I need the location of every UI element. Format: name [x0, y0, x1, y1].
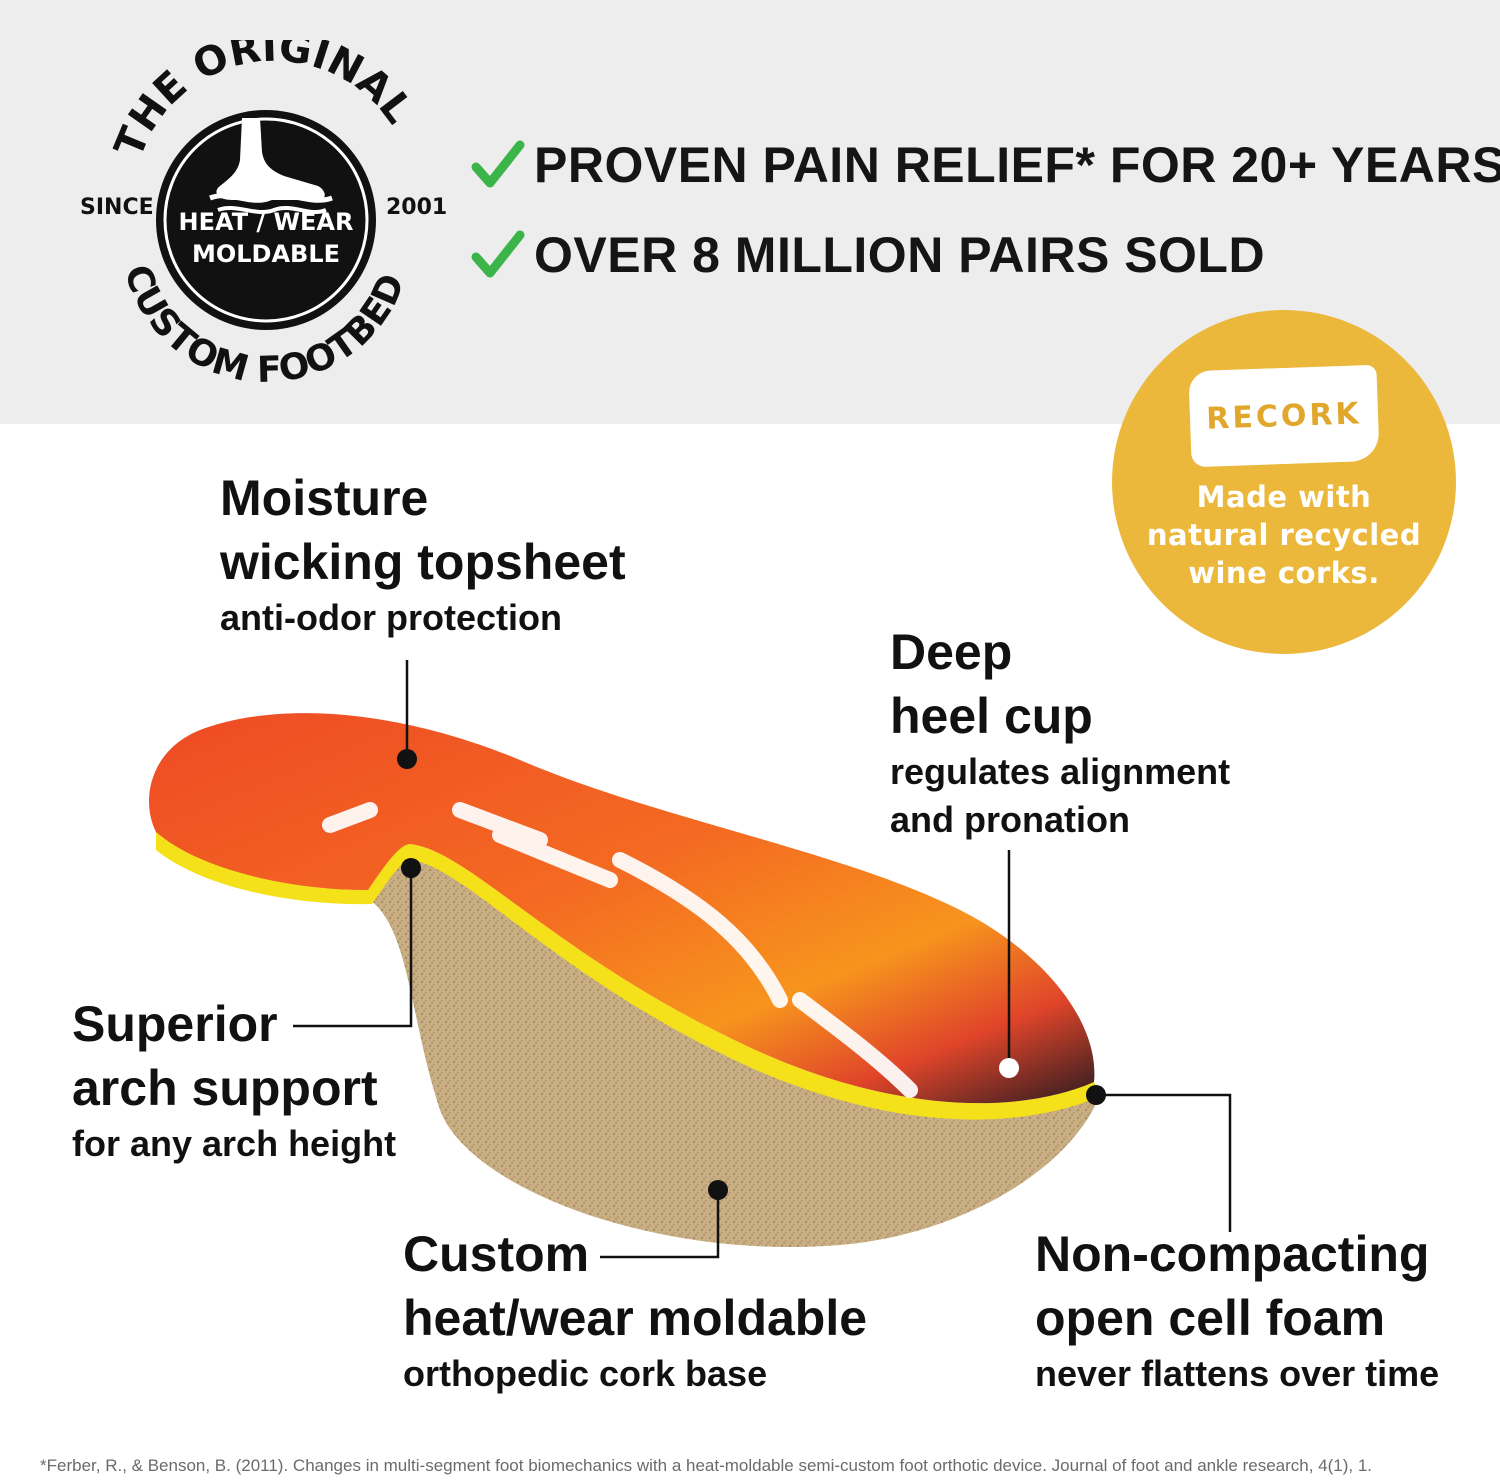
feature-arch-support: Superior arch support for any arch heigh…: [72, 992, 396, 1168]
feature-title: heat/wear moldable: [403, 1290, 868, 1346]
feature-cork-base: Custom heat/wear moldable orthopedic cor…: [403, 1222, 867, 1398]
feature-subtitle: never flattens over time: [1035, 1353, 1440, 1394]
foot-icon: [209, 118, 333, 214]
topsheet: [148, 713, 1095, 1104]
badge-year: 2001: [386, 195, 447, 220]
badge-center-line1: HEAT / WEAR: [179, 208, 354, 236]
check-icon: [471, 140, 525, 188]
insole-illustration: [140, 700, 1130, 1280]
feature-title: Deep: [890, 624, 1013, 680]
claim-pairs-sold: OVER 8 MILLION PAIRS SOLD: [470, 226, 1265, 284]
claim-text: PROVEN PAIN RELIEF* FOR 20+ YEARS: [534, 137, 1500, 193]
badge-since: SINCE: [80, 195, 154, 220]
cork-base: [160, 840, 1100, 1248]
claim-pain-relief: PROVEN PAIN RELIEF* FOR 20+ YEARS: [470, 136, 1500, 194]
feature-title: Moisture: [220, 470, 429, 526]
feature-title: Custom: [403, 1226, 590, 1282]
feature-title: heel cup: [890, 688, 1093, 744]
feature-subtitle: and pronation: [890, 799, 1130, 840]
recork-logo-tag: RECORK: [1188, 364, 1380, 468]
claim-text: OVER 8 MILLION PAIRS SOLD: [534, 227, 1266, 283]
feature-heel-cup: Deep heel cup regulates alignment and pr…: [890, 620, 1230, 844]
check-icon: [471, 230, 525, 278]
recork-seal: RECORK Made with natural recycled wine c…: [1112, 310, 1456, 654]
feature-title: arch support: [72, 1060, 378, 1116]
recork-caption-line: natural recycled: [1146, 518, 1422, 552]
recork-caption: Made with natural recycled wine corks.: [1112, 478, 1456, 592]
feature-title: open cell foam: [1035, 1290, 1386, 1346]
feature-open-cell-foam: Non-compacting open cell foam never flat…: [1035, 1222, 1439, 1398]
feature-title: Non-compacting: [1035, 1226, 1430, 1282]
original-footbed-badge: THE ORIGINAL CUSTOM FOOTBED SINCE 2001 H…: [70, 40, 460, 390]
feature-title: Superior: [72, 996, 278, 1052]
recork-caption-line: Made with: [1196, 480, 1372, 514]
feature-subtitle: regulates alignment: [890, 751, 1231, 792]
feature-moisture-wicking: Moisture wicking topsheet anti-odor prot…: [220, 466, 626, 642]
feature-subtitle: orthopedic cork base: [403, 1353, 768, 1394]
badge-center-line2: MOLDABLE: [192, 240, 340, 268]
feature-title: wicking topsheet: [220, 534, 626, 590]
brand-graphic: [322, 802, 918, 1098]
recork-caption-line: wine corks.: [1188, 556, 1380, 590]
recork-logo: RECORK: [1205, 395, 1363, 437]
citation-footnote: *Ferber, R., & Benson, B. (2011). Change…: [40, 1456, 1373, 1475]
feature-subtitle: for any arch height: [72, 1123, 397, 1164]
feature-subtitle: anti-odor protection: [220, 597, 562, 638]
